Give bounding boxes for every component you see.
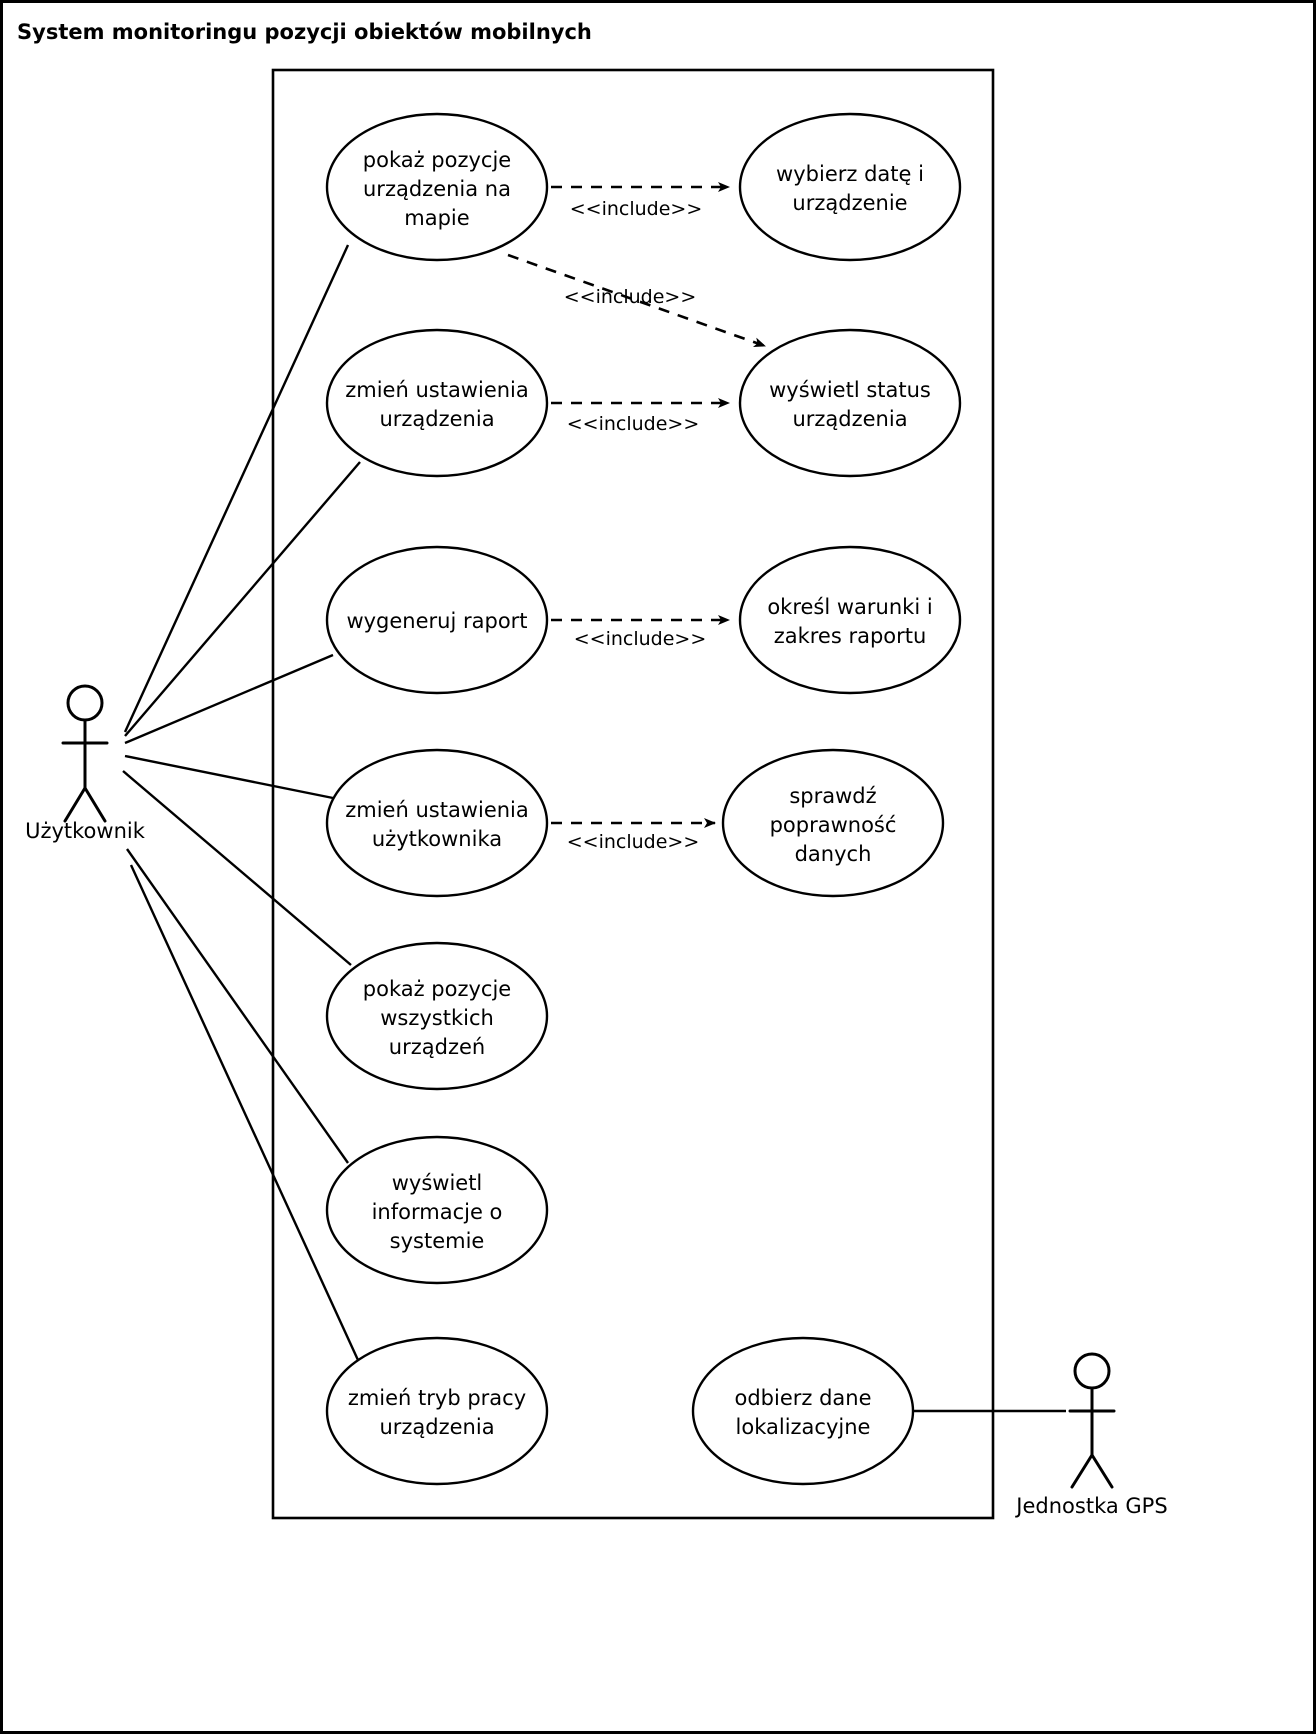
use-case-ellipse <box>325 1135 549 1285</box>
actor-leg-right-icon <box>83 786 107 823</box>
actor-head-icon <box>66 684 104 722</box>
use-case-label-line-1: sprawdź <box>789 784 876 808</box>
use-case-wyswietl-status-urzadzenia[interactable]: wyświetl status urządzenia <box>738 328 962 478</box>
include-mapie-to-wyswietl-status <box>507 253 766 348</box>
use-case-ellipse <box>738 112 962 262</box>
assoc-uzytkownik-zmien-ustawienia-urzadzenia <box>124 461 361 737</box>
assoc-uzytkownik-pokaz-pozycje-wszystkich-urzadzen <box>122 770 352 966</box>
use-case-label-line-1: odbierz dane <box>734 1386 871 1410</box>
use-case-label-line-2: urządzenie <box>792 191 907 215</box>
use-case-label-line-1: zmień ustawienia <box>345 798 529 822</box>
use-case-ellipse <box>325 941 549 1091</box>
use-case-pokaz-pozycje-urzadzenia-na-mapie[interactable]: pokaż pozycje urządzenia na mapie <box>325 112 549 262</box>
actor-uzytkownik[interactable]: Użytkownik <box>25 684 146 843</box>
use-case-ellipse <box>738 545 962 695</box>
use-case-ellipse <box>721 748 945 898</box>
use-case-label-line-1: zmień ustawienia <box>345 378 529 402</box>
include-label-3: <<include>> <box>567 413 700 435</box>
use-case-ellipse <box>738 328 962 478</box>
use-case-label-line-1: pokaż pozycje <box>363 977 511 1001</box>
use-case-label-line-1: wyświetl <box>392 1171 483 1195</box>
use-case-wygeneruj-raport[interactable]: wygeneruj raport <box>325 545 549 695</box>
use-case-label-line-1: wygeneruj raport <box>346 609 527 633</box>
assoc-uzytkownik-zmien-ustawienia-uzytkownika <box>124 754 334 800</box>
use-case-label-line-3: urządzeń <box>389 1035 485 1059</box>
use-case-label-line-2: zakres raportu <box>774 624 927 648</box>
use-case-ellipse <box>325 545 549 695</box>
use-case-ellipse <box>325 1336 549 1486</box>
gps-actor-head-icon <box>1073 1352 1111 1390</box>
use-case-sprawdz-poprawnosc-danych[interactable]: sprawdź poprawność danych <box>721 748 945 898</box>
include-label-2: <<include>> <box>564 286 697 308</box>
use-case-label-line-2: wszystkich <box>380 1006 494 1030</box>
use-case-okresl-warunki-i-zakres-raportu[interactable]: określ warunki i zakres raportu <box>738 545 962 695</box>
use-case-label-line-2: urządzenia <box>379 1415 494 1439</box>
uml-use-case-canvas: System monitoringu pozycji obiektów mobi… <box>17 20 1168 1520</box>
use-case-wyswietl-informacje-o-systemie[interactable]: wyświetl informacje o systemie <box>325 1135 549 1285</box>
assoc-uzytkownik-wyswietl-informacje-o-systemie <box>126 848 349 1164</box>
use-case-label-line-2: użytkownika <box>372 827 502 851</box>
use-case-label-line-3: systemie <box>390 1229 485 1253</box>
include-label-4: <<include>> <box>574 628 707 650</box>
use-case-zmien-tryb-pracy-urzadzenia[interactable]: zmień tryb pracy urządzenia <box>325 1336 549 1486</box>
assoc-uzytkownik-wygeneruj-raport <box>124 653 334 745</box>
use-case-label-line-2: poprawność <box>770 813 897 837</box>
use-case-label-line-2: urządzenia <box>792 407 907 431</box>
assoc-uzytkownik-pokaz-pozycje-urzadzenia-na-mapie <box>123 244 350 733</box>
use-case-ellipse <box>691 1336 915 1486</box>
use-case-label-line-1: wybierz datę i <box>776 162 924 186</box>
use-case-zmien-ustawienia-uzytkownika[interactable]: zmień ustawienia użytkownika <box>325 748 549 898</box>
use-case-ellipse <box>325 112 549 262</box>
use-case-label-line-2: urządzenia <box>379 407 494 431</box>
gps-actor-leg-right-icon <box>1090 1453 1114 1489</box>
include-label-1: <<include>> <box>570 198 703 220</box>
actor-label-jednostka-gps: Jednostka GPS <box>1014 1494 1167 1518</box>
use-case-label-line-2: informacje o <box>372 1200 503 1224</box>
use-case-label-line-3: mapie <box>404 206 469 230</box>
use-case-label-line-1: zmień tryb pracy <box>348 1386 526 1410</box>
diagram-title: System monitoringu pozycji obiektów mobi… <box>17 20 592 44</box>
use-case-label-line-1: pokaż pozycje <box>363 148 511 172</box>
use-case-pokaz-pozycje-wszystkich-urzadzen[interactable]: pokaż pozycje wszystkich urządzeń <box>325 941 549 1091</box>
use-case-label-line-3: danych <box>795 842 872 866</box>
use-case-wybierz-date-i-urzadzenie[interactable]: wybierz datę i urządzenie <box>738 112 962 262</box>
actor-label-uzytkownik: Użytkownik <box>25 819 146 843</box>
include-label-5: <<include>> <box>567 831 700 853</box>
system-boundary-box <box>271 68 995 1520</box>
actor-leg-left-icon <box>63 786 87 823</box>
use-case-label-line-1: określ warunki i <box>767 595 932 619</box>
actor-jednostka-gps[interactable]: Jednostka GPS <box>1014 1352 1168 1518</box>
use-case-ellipse <box>325 748 549 898</box>
use-case-zmien-ustawienia-urzadzenia[interactable]: zmień ustawienia urządzenia <box>325 328 549 478</box>
use-case-label-line-1: wyświetl status <box>769 378 931 402</box>
use-case-ellipse <box>325 328 549 478</box>
use-case-label-line-2: urządzenia na <box>363 177 511 201</box>
gps-actor-leg-left-icon <box>1070 1453 1094 1489</box>
use-case-odbierz-dane-lokalizacyjne[interactable]: odbierz dane lokalizacyjne <box>691 1336 915 1486</box>
use-case-label-line-2: lokalizacyjne <box>736 1415 871 1439</box>
assoc-uzytkownik-zmien-tryb-pracy-urzadzenia <box>129 864 365 1372</box>
